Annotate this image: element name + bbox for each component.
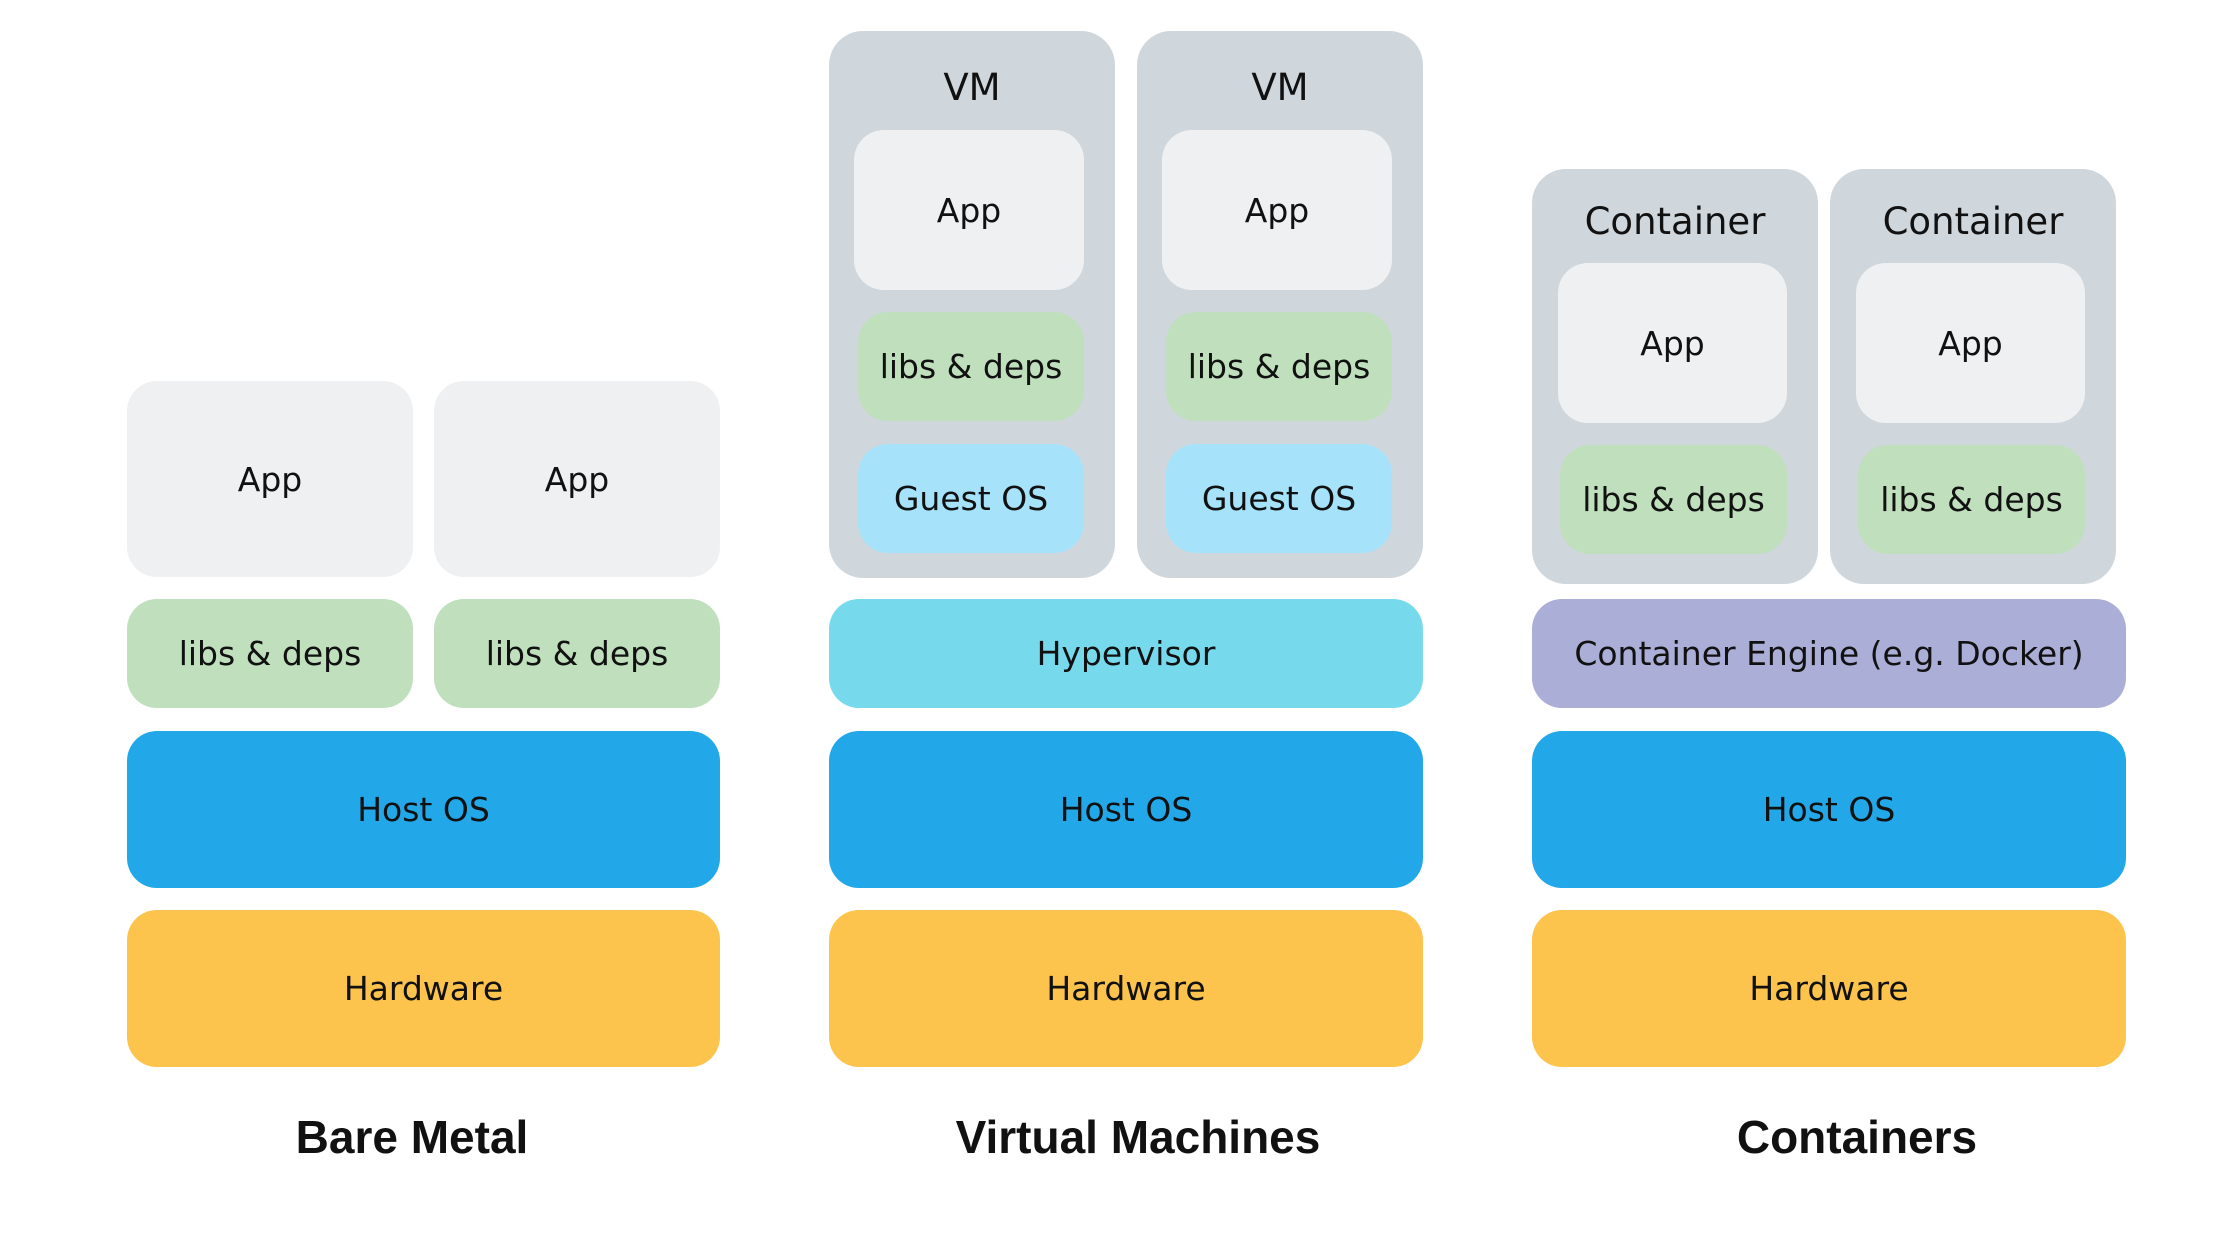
container-frame-2: Container App libs & deps [1830, 169, 2116, 584]
vm-libs: libs & deps [1166, 312, 1392, 421]
vm-label: VM [943, 66, 1001, 109]
vm-libs: libs & deps [858, 312, 1084, 421]
container-app: App [1558, 263, 1787, 423]
containers-host-os: Host OS [1532, 731, 2126, 888]
vm-guest-os: Guest OS [1166, 444, 1392, 553]
vm-hardware: Hardware [829, 910, 1423, 1067]
bare-metal-hardware: Hardware [127, 910, 720, 1067]
vm-frame-1: VM App libs & deps Guest OS [829, 31, 1115, 578]
bare-metal-app-2: App [434, 381, 720, 577]
vm-frame-2: VM App libs & deps Guest OS [1137, 31, 1423, 578]
vm-host-os: Host OS [829, 731, 1423, 888]
vm-app: App [854, 130, 1084, 290]
hypervisor: Hypervisor [829, 599, 1423, 708]
containers-title: Containers [1736, 1111, 1978, 1163]
container-app: App [1856, 263, 2085, 423]
bare-metal-app-1: App [127, 381, 413, 577]
container-frame-1: Container App libs & deps [1532, 169, 1818, 584]
container-libs: libs & deps [1858, 445, 2085, 554]
bare-metal-title: Bare Metal [295, 1111, 529, 1163]
vm-guest-os: Guest OS [858, 444, 1084, 553]
bare-metal-libs-2: libs & deps [434, 599, 720, 708]
virtual-machines-title: Virtual Machines [955, 1111, 1321, 1163]
vm-label: VM [1251, 66, 1309, 109]
containers-hardware: Hardware [1532, 910, 2126, 1067]
container-libs: libs & deps [1560, 445, 1787, 554]
container-label: Container [1584, 200, 1766, 243]
container-label: Container [1882, 200, 2064, 243]
vm-app: App [1162, 130, 1392, 290]
bare-metal-host-os: Host OS [127, 731, 720, 888]
container-engine: Container Engine (e.g. Docker) [1532, 599, 2126, 708]
bare-metal-libs-1: libs & deps [127, 599, 413, 708]
